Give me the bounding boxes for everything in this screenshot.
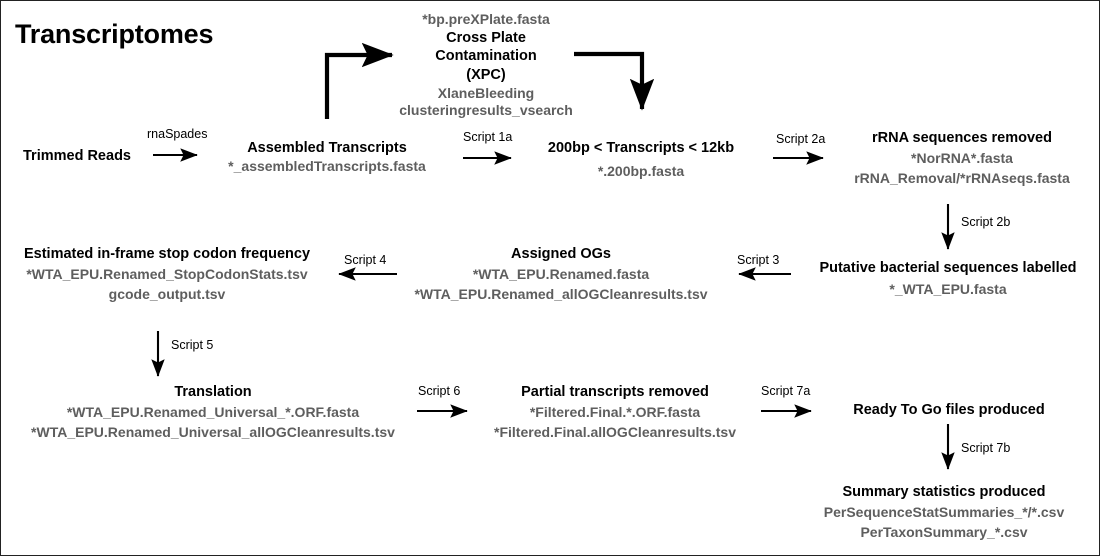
node-summary-statistics-file-0: PerSequenceStatSummaries_*/*.csv <box>823 503 1065 520</box>
edge-label-script-5: Script 5 <box>171 338 214 352</box>
node-assigned-ogs: Assigned OGs *WTA_EPU.Renamed.fasta *WTA… <box>399 245 723 304</box>
node-size-filter-title: 200bp < Transcripts < 12kb <box>547 140 735 156</box>
node-bacterial-labelled: Putative bacterial sequences labelled *_… <box>795 259 1099 298</box>
node-translation: Translation *WTA_EPU.Renamed_Universal_*… <box>3 383 423 442</box>
node-assembled-transcripts-title: Assembled Transcripts <box>247 140 407 156</box>
node-size-filter: 200bp < Transcripts < 12kb *.200bp.fasta <box>521 139 761 180</box>
node-xpc-title-line-2: Contamination <box>435 48 537 65</box>
edge-label-script-6: Script 6 <box>418 384 461 398</box>
node-rrna-removed-file-1: rRNA_Removal/*rRNAseqs.fasta <box>854 170 1070 187</box>
node-stop-codon-frequency-title: Estimated in-frame stop codon frequency <box>23 246 311 262</box>
node-cross-plate-contamination: *bp.preXPlate.fasta Cross Plate Contamin… <box>375 11 597 120</box>
node-rrna-removed-title: rRNA sequences removed <box>872 130 1052 146</box>
node-stop-codon-frequency: Estimated in-frame stop codon frequency … <box>3 245 331 304</box>
node-xpc-title-line-3: (XPC) <box>466 67 506 83</box>
node-assigned-ogs-title: Assigned OGs <box>511 246 611 262</box>
node-partial-transcripts-removed: Partial transcripts removed *Filtered.Fi… <box>467 383 763 442</box>
node-ready-to-go: Ready To Go files produced <box>811 401 1087 420</box>
node-xpc-prefile: *bp.preXPlate.fasta <box>422 11 550 27</box>
page-title: Transcriptomes <box>15 19 214 49</box>
node-translation-file-1: *WTA_EPU.Renamed_Universal_allOGCleanres… <box>31 424 395 441</box>
edge-label-script-1a: Script 1a <box>463 130 513 144</box>
node-assigned-ogs-file-1: *WTA_EPU.Renamed_allOGCleanresults.tsv <box>414 286 708 303</box>
edge-label-script-2a: Script 2a <box>776 132 826 146</box>
node-trimmed-reads-title: Trimmed Reads <box>23 148 131 164</box>
edge-label-script-7b: Script 7b <box>961 441 1011 455</box>
node-xpc-title-line-1: Cross Plate <box>446 29 526 46</box>
node-summary-statistics-file-1: PerTaxonSummary_*.csv <box>860 524 1028 541</box>
edge-label-script-4: Script 4 <box>344 253 387 267</box>
node-size-filter-file-0: *.200bp.fasta <box>597 162 685 179</box>
node-assigned-ogs-file-0: *WTA_EPU.Renamed.fasta <box>472 265 650 282</box>
node-assembled-transcripts-file-0: *_assembledTranscripts.fasta <box>228 157 426 174</box>
node-summary-statistics-title: Summary statistics produced <box>842 484 1046 500</box>
edge-label-script-7a: Script 7a <box>761 384 811 398</box>
node-ready-to-go-title: Ready To Go files produced <box>853 402 1045 418</box>
node-xpc-file-0: XlaneBleeding <box>437 84 535 101</box>
node-partial-transcripts-removed-file-0: *Filtered.Final.*.ORF.fasta <box>529 403 701 420</box>
node-rrna-removed-file-0: *NorRNA*.fasta <box>911 149 1013 166</box>
node-xpc-file-1: clusteringresults_vsearch <box>399 102 573 119</box>
node-bacterial-labelled-title: Putative bacterial sequences labelled <box>819 260 1077 276</box>
node-bacterial-labelled-file-0: *_WTA_EPU.fasta <box>889 280 1007 297</box>
node-rrna-removed: rRNA sequences removed *NorRNA*.fasta rR… <box>823 129 1099 188</box>
node-translation-file-0: *WTA_EPU.Renamed_Universal_*.ORF.fasta <box>66 403 360 420</box>
node-partial-transcripts-removed-file-1: *Filtered.Final.allOGCleanresults.tsv <box>494 424 736 441</box>
node-trimmed-reads: Trimmed Reads <box>1 147 153 166</box>
node-partial-transcripts-removed-title: Partial transcripts removed <box>521 384 709 400</box>
edge-label-rnaspades: rnaSpades <box>147 127 208 141</box>
edge-label-script-3: Script 3 <box>737 253 780 267</box>
node-assembled-transcripts: Assembled Transcripts *_assembledTranscr… <box>197 139 457 175</box>
node-stop-codon-frequency-file-0: *WTA_EPU.Renamed_StopCodonStats.tsv <box>26 265 308 282</box>
node-stop-codon-frequency-file-1: gcode_output.tsv <box>108 286 226 303</box>
node-summary-statistics: Summary statistics produced PerSequenceS… <box>791 483 1097 542</box>
edge-label-script-2b: Script 2b <box>961 215 1011 229</box>
node-translation-title: Translation <box>174 384 252 400</box>
